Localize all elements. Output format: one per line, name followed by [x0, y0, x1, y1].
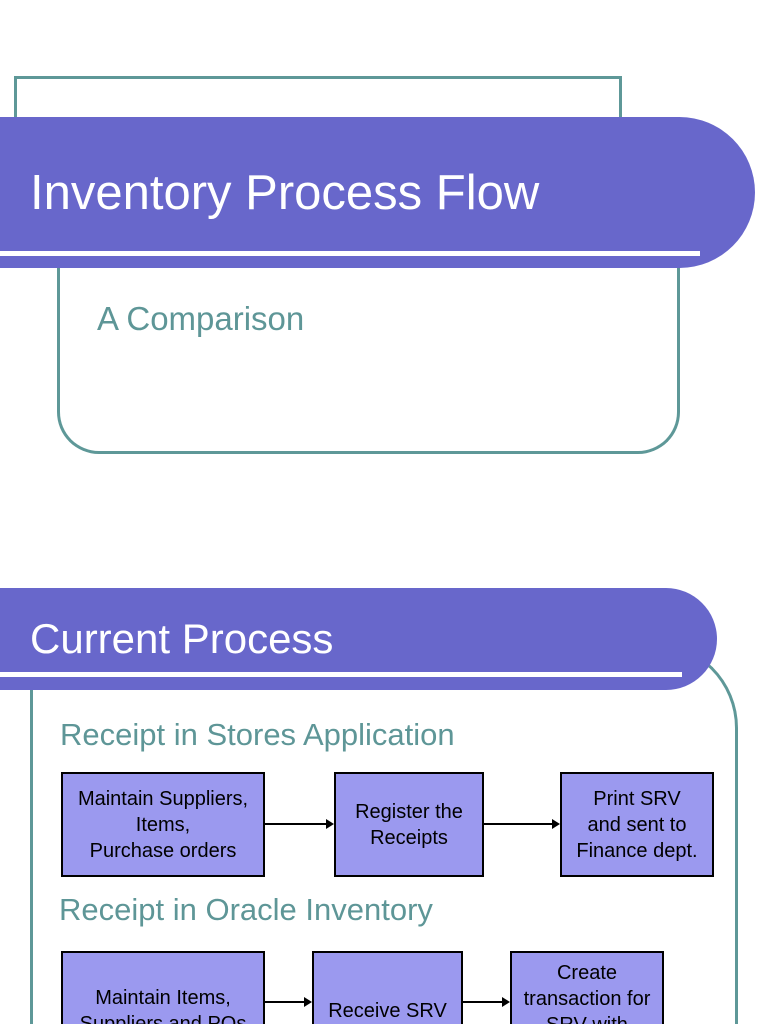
- flow-box-line: transaction for: [523, 988, 651, 1010]
- flow-arrow: [484, 819, 560, 829]
- title-banner: Current Process: [0, 588, 717, 690]
- flow-box-line: Receipts: [370, 826, 448, 849]
- title-underline: [0, 251, 700, 256]
- flow-box-line: Register the: [355, 800, 463, 823]
- title-underline: [0, 672, 682, 677]
- title-banner: Inventory Process Flow: [0, 117, 755, 268]
- flow-box-line: Print SRV: [593, 787, 681, 810]
- flow-arrow: [265, 997, 312, 1007]
- slide-title: Inventory Process Flow: [30, 165, 540, 220]
- flow-arrow: [265, 819, 334, 829]
- section-heading-stores: Receipt in Stores Application: [60, 717, 455, 752]
- flow-box-line: Finance dept.: [576, 839, 698, 862]
- slide-title: Current Process: [30, 615, 334, 662]
- flow-box-line: SRV with: [546, 1012, 628, 1024]
- flow-box-line: Maintain Suppliers,: [77, 787, 249, 810]
- flow-box-line: and sent to: [587, 813, 687, 836]
- flow-box-line: Receive SRV: [328, 1000, 447, 1022]
- flow-box-line: Items,: [135, 813, 191, 836]
- flow-box-receive-srv: Receive SRV: [312, 951, 463, 1024]
- flow-box-line: Maintain Items,: [95, 987, 231, 1009]
- flow-box-maintain-suppliers: Maintain Suppliers, Items, Purchase orde…: [61, 772, 265, 877]
- flow-box-maintain-items: Maintain Items, Suppliers and POs: [61, 951, 265, 1024]
- flow-box-line: Create: [556, 962, 618, 984]
- flow-box-print-srv: Print SRV and sent to Finance dept.: [560, 772, 714, 877]
- flow-box-line: Purchase orders: [89, 839, 237, 862]
- flow-box-register-receipts: Register the Receipts: [334, 772, 484, 877]
- decorative-frame-body: [57, 160, 680, 454]
- flow-arrow: [463, 997, 510, 1007]
- flow-box-create-transaction: Create transaction for SRV with: [510, 951, 664, 1024]
- flow-box-line: Suppliers and POs: [79, 1013, 247, 1024]
- slide-subtitle: A Comparison: [97, 300, 305, 337]
- section-heading-oracle: Receipt in Oracle Inventory: [59, 892, 433, 927]
